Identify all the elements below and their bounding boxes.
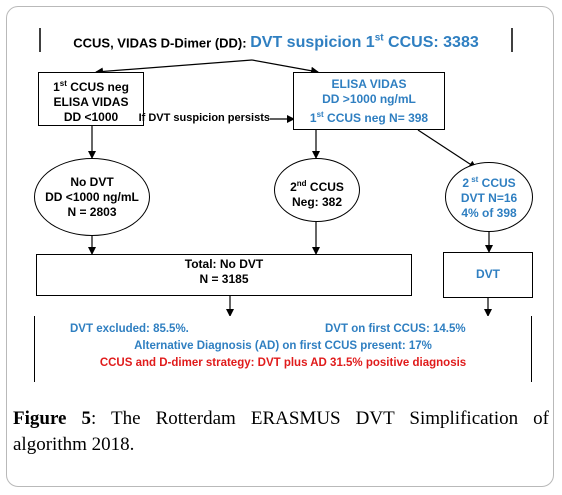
box-left-line3: DD <1000 [63, 110, 119, 124]
figure-frame [6, 6, 554, 487]
summary-box [34, 316, 532, 382]
ellipse-second-ccus-neg-text: 2nd CCUS Neg: 382 [274, 176, 360, 210]
ellipse-second-ccus-neg [274, 158, 360, 222]
summary-alt-diagnosis: Alternative Diagnosis (AD) on first CCUS… [134, 340, 432, 352]
header-right-text: DVT suspicion 1st CCUS: 3383 [250, 33, 479, 52]
box-total-no-dvt [36, 254, 412, 296]
box-left-line1: 1st CCUS neg [53, 79, 129, 94]
box-dvt [443, 252, 533, 298]
ellipse-no-dvt [34, 158, 150, 236]
ellipse-second-ccus-dvt-text: 2 st CCUS DVT N=16 4% of 398 [445, 172, 533, 221]
summary-first-ccus: DVT on first CCUS: 14.5% [325, 323, 466, 335]
summary-strategy: CCUS and D-dimer strategy: DVT plus AD 3… [99, 357, 467, 369]
figure-caption: Figure 5: The Rotterdam ERASMUS DVT Simp… [13, 406, 549, 457]
header-title: CCUS, VIDAS D-Dimer (DD): DVT suspicion … [40, 33, 512, 52]
no-dvt-line2: DD <1000 ng/mL [45, 190, 139, 204]
ellipse-no-dvt-text: No DVT DD <1000 ng/mL N = 2803 [34, 175, 150, 220]
box-dvt-text: DVT [476, 267, 500, 281]
no-dvt-line3: N = 2803 [67, 205, 117, 219]
box-elisa-vidas-text: ELISA VIDAS DD >1000 ng/mL 1st CCUS neg … [293, 77, 445, 126]
arrow-header-to-right [251, 59, 319, 75]
box-first-ccus-neg [38, 72, 144, 126]
total-line1: Total: No DVT [184, 257, 264, 271]
box-total-no-dvt-text: Total: No DVT N = 3185 [36, 257, 412, 287]
box-right-line2: DD >1000 ng/mL [322, 92, 416, 106]
summary-excluded: DVT excluded: 85.5%. [70, 323, 189, 335]
box-right-line3: 1st CCUS neg N= 398 [309, 110, 429, 125]
header-left-text: CCUS, VIDAS D-Dimer (DD): [73, 35, 247, 51]
second-ccus-pos-line1: 2 st CCUS [462, 175, 516, 190]
summary-row-1: DVT excluded: 85.5%. DVT on first CCUS: … [70, 323, 510, 338]
box-right-line1: ELISA VIDAS [331, 77, 407, 91]
arrow-header-to-left [95, 59, 253, 76]
box-first-ccus-neg-text: 1st CCUS neg ELISA VIDAS DD <1000 [38, 76, 144, 125]
box-elisa-vidas [293, 72, 445, 130]
arrow-right-to-pos [417, 129, 477, 169]
second-ccus-pos-line3: 4% of 398 [461, 206, 517, 220]
total-line2: N = 3185 [199, 272, 249, 286]
if-persists-label: If DVT suspicion persists [138, 112, 270, 124]
box-left-line2: ELISA VIDAS [53, 95, 129, 109]
second-ccus-pos-line2: DVT N=16 [460, 191, 518, 205]
second-ccus-line2: Neg: 382 [291, 195, 343, 209]
caption-label: Figure 5 [13, 408, 92, 429]
ellipse-second-ccus-dvt [445, 162, 533, 232]
no-dvt-line1: No DVT [70, 175, 114, 189]
caption-text: : The Rotterdam ERASMUS DVT Simplificati… [13, 408, 549, 455]
second-ccus-line1: 2nd CCUS [290, 179, 344, 194]
